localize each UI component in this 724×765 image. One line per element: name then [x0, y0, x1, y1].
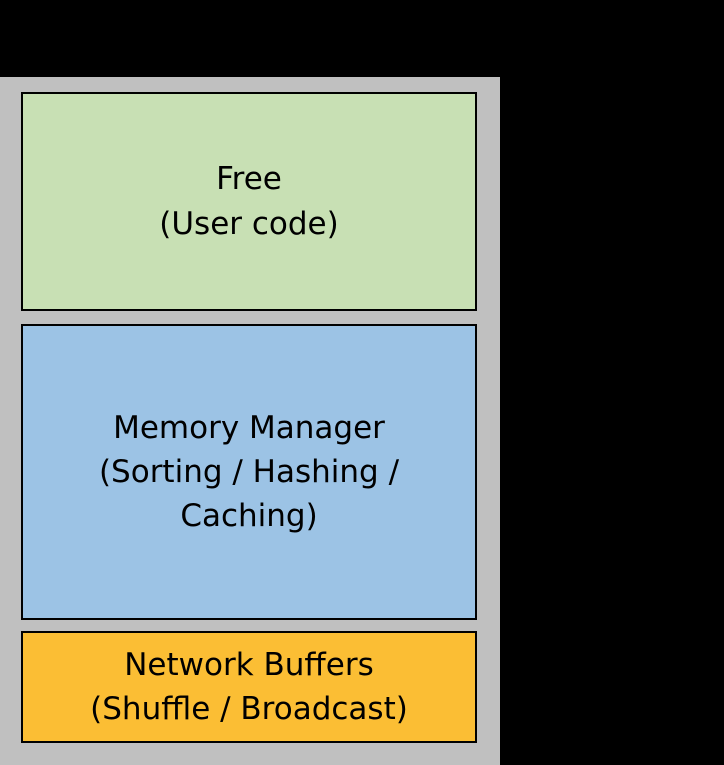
memory-block-free-title: Free [216, 161, 282, 198]
memory-block-memory-manager-subtitle-line2: Caching) [180, 498, 318, 534]
memory-block-memory-manager-subtitle-line1: (Sorting / Hashing / [98, 453, 400, 490]
memory-block-free[interactable]: Free (User code) [21, 92, 477, 311]
memory-block-memory-manager-title: Memory Manager [113, 409, 385, 446]
memory-layout-container: Free (User code) Memory Manager (Sorting… [0, 77, 500, 765]
memory-block-network-buffers-title: Network Buffers [124, 646, 374, 683]
memory-block-memory-manager[interactable]: Memory Manager (Sorting / Hashing / Cach… [21, 324, 477, 620]
memory-block-network-buffers[interactable]: Network Buffers (Shuffle / Broadcast) [21, 631, 477, 743]
memory-block-network-buffers-subtitle: (Shuffle / Broadcast) [90, 691, 408, 727]
memory-block-free-subtitle: (User code) [159, 205, 339, 242]
